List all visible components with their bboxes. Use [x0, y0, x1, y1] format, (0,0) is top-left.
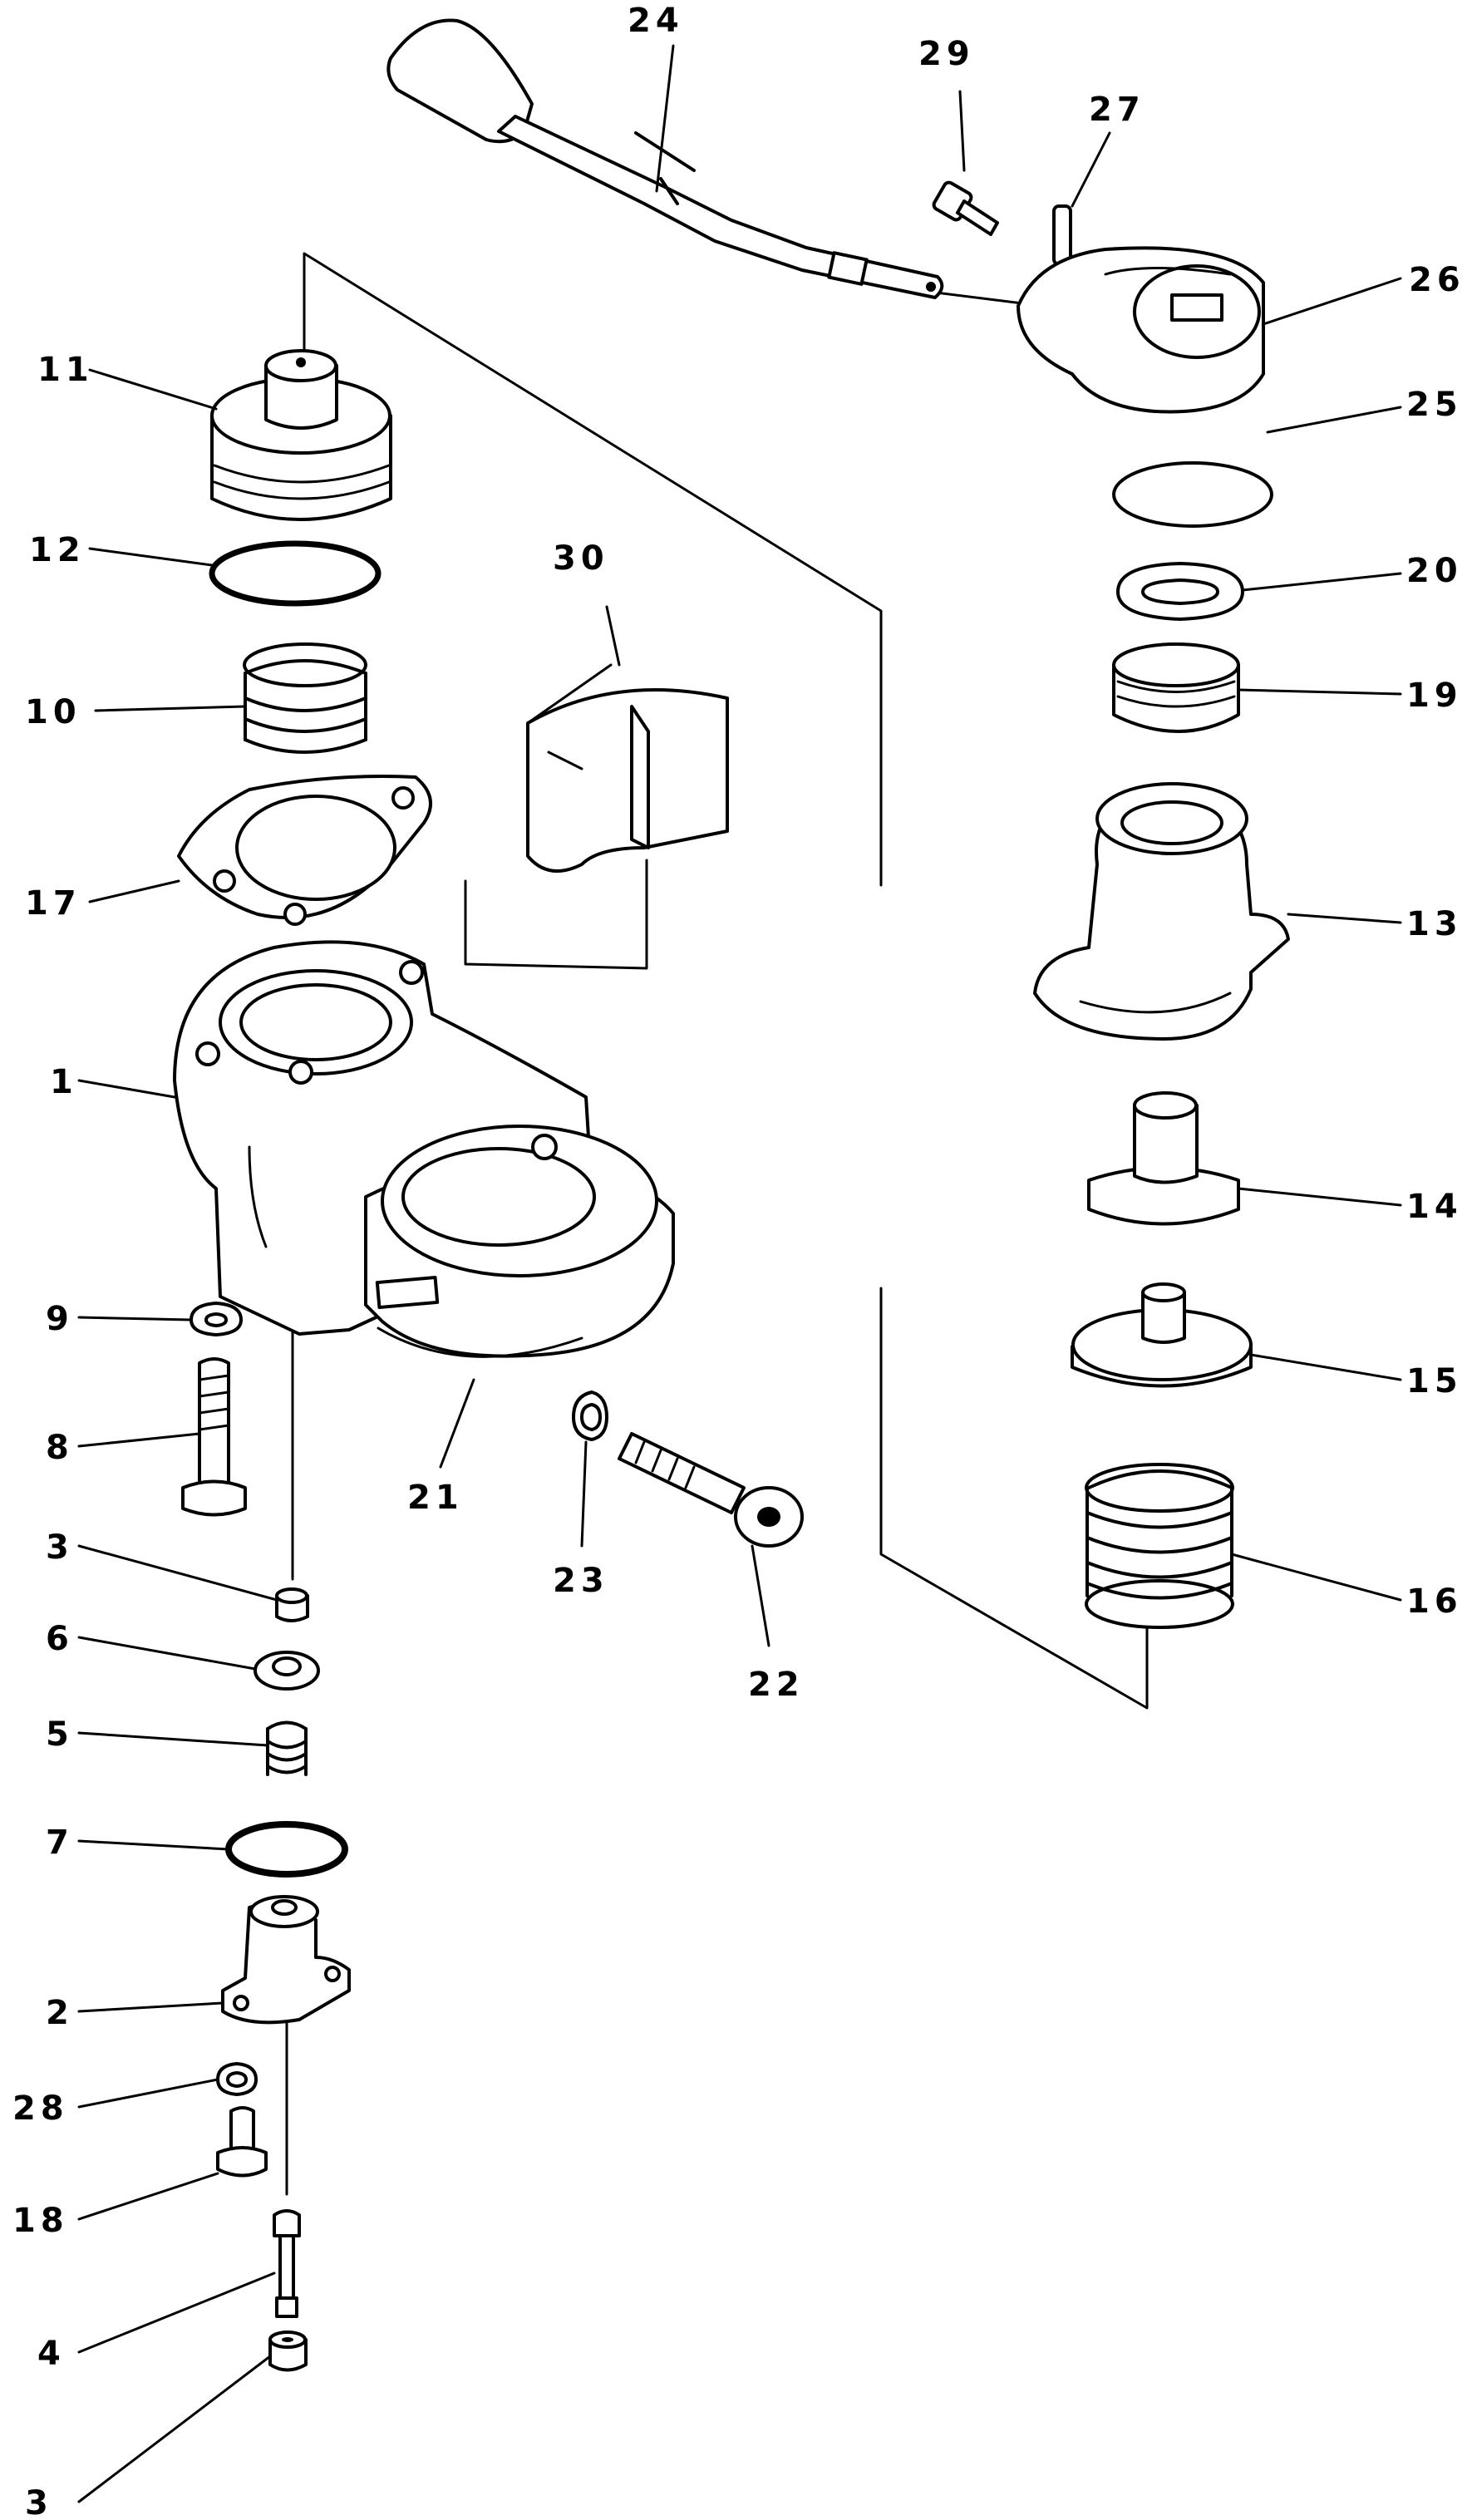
part-3-plug-lower — [268, 2331, 308, 2372]
part-24-lever — [386, 18, 944, 299]
part-28-washer — [216, 2062, 258, 2096]
part-13-housing — [1033, 782, 1290, 1041]
label-30: 30 — [553, 539, 609, 578]
label-16: 16 — [1406, 1582, 1463, 1621]
label-20: 20 — [1406, 552, 1463, 590]
label-4: 4 — [37, 2335, 66, 2373]
label-10: 10 — [25, 693, 81, 731]
part-27-pin — [1052, 204, 1072, 266]
label-19: 19 — [1406, 677, 1463, 715]
label-21: 21 — [407, 1479, 464, 1517]
part-21-clamp — [377, 1326, 583, 1358]
label-1: 1 — [50, 1063, 78, 1101]
part-19-collar — [1112, 642, 1240, 733]
label-25: 25 — [1406, 386, 1463, 424]
part-7-o-ring — [225, 1821, 348, 1878]
label-13: 13 — [1406, 905, 1463, 943]
part-labels: 11 12 10 17 1 9 8 3 6 5 7 2 28 18 4 3 21… — [12, 2, 1465, 2520]
label-24: 24 — [628, 2, 684, 40]
part-14-plunger — [1087, 1091, 1240, 1226]
part-11-piston — [210, 349, 392, 521]
part-25-ring — [1112, 461, 1273, 528]
label-17: 17 — [25, 884, 81, 923]
label-26: 26 — [1409, 261, 1465, 299]
label-15: 15 — [1406, 1362, 1463, 1400]
label-3-lower: 3 — [25, 2484, 53, 2520]
label-2: 2 — [46, 1994, 74, 2032]
part-15-seat — [1071, 1282, 1253, 1388]
part-17-gasket — [177, 775, 432, 926]
part-12-o-ring — [209, 540, 382, 607]
part-20-snap-ring — [1116, 562, 1244, 621]
part-10-spring — [243, 642, 367, 754]
part-26-cover — [1017, 246, 1265, 414]
part-2-cap — [221, 1895, 351, 2025]
part-18-bolt — [216, 2106, 268, 2178]
part-1-bracket — [173, 940, 675, 1358]
label-3-upper: 3 — [46, 1528, 74, 1567]
label-12: 12 — [29, 531, 86, 569]
part-4-pin — [273, 2209, 301, 2318]
label-6: 6 — [46, 1620, 74, 1658]
part-9-circlip — [190, 1302, 243, 1336]
label-8: 8 — [46, 1429, 74, 1467]
part-30-block — [526, 688, 729, 873]
part-23-circlip — [572, 1390, 608, 1441]
label-14: 14 — [1406, 1188, 1463, 1226]
label-27: 27 — [1089, 91, 1145, 129]
part-3-plug-upper — [275, 1587, 309, 1622]
label-11: 11 — [37, 351, 94, 389]
label-23: 23 — [553, 1562, 609, 1600]
leader-lines — [77, 44, 1402, 2503]
part-29-screw — [932, 180, 999, 236]
label-5: 5 — [46, 1715, 74, 1754]
part-5-spring — [266, 1720, 308, 1776]
part-8-bolt — [181, 1357, 247, 1517]
part-6-seat — [254, 1651, 320, 1691]
label-28: 28 — [12, 2089, 69, 2128]
part-16-spring — [1085, 1463, 1234, 1629]
label-29: 29 — [918, 35, 975, 73]
label-7: 7 — [46, 1824, 74, 1862]
label-18: 18 — [12, 2202, 69, 2240]
part-22-bolt — [618, 1432, 804, 1548]
label-9: 9 — [46, 1300, 74, 1338]
label-22: 22 — [748, 1666, 805, 1704]
